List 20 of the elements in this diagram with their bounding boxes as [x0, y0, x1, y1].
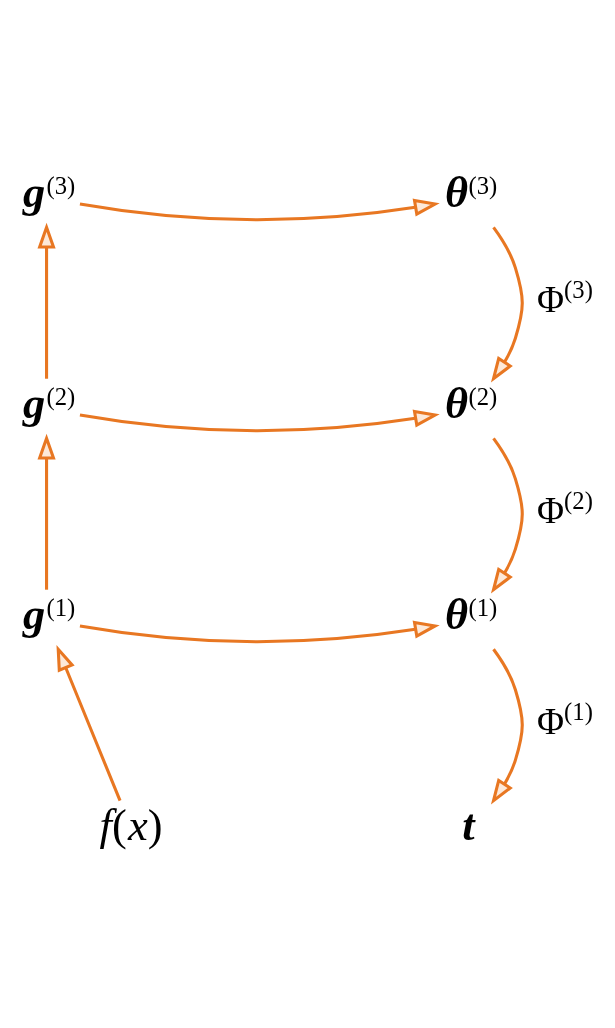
- arrow: [37, 433, 56, 590]
- node-text: θ$^{(2)}$: [445, 378, 498, 429]
- node-text: g$^{(1)}$: [23, 589, 76, 640]
- node-text: t: [462, 800, 475, 851]
- arrow: [79, 409, 440, 433]
- arrow: [56, 644, 122, 802]
- arrow: [490, 648, 524, 805]
- arrow: [37, 222, 56, 379]
- node-text: g$^{(3)}$: [23, 167, 76, 218]
- node-text: θ$^{(1)}$: [445, 589, 498, 640]
- node-text: f(x): [99, 800, 163, 851]
- arrow: [79, 620, 440, 644]
- edge-label: Φ$^{(2)}$: [536, 487, 593, 531]
- node-text: θ$^{(3)}$: [445, 167, 498, 218]
- edge-label: Φ$^{(1)}$: [536, 698, 593, 742]
- arrow: [490, 226, 524, 383]
- arrow: [79, 198, 440, 222]
- arrow: [490, 437, 524, 594]
- edge-label: Φ$^{(3)}$: [536, 276, 593, 320]
- node-text: g$^{(2)}$: [23, 378, 76, 429]
